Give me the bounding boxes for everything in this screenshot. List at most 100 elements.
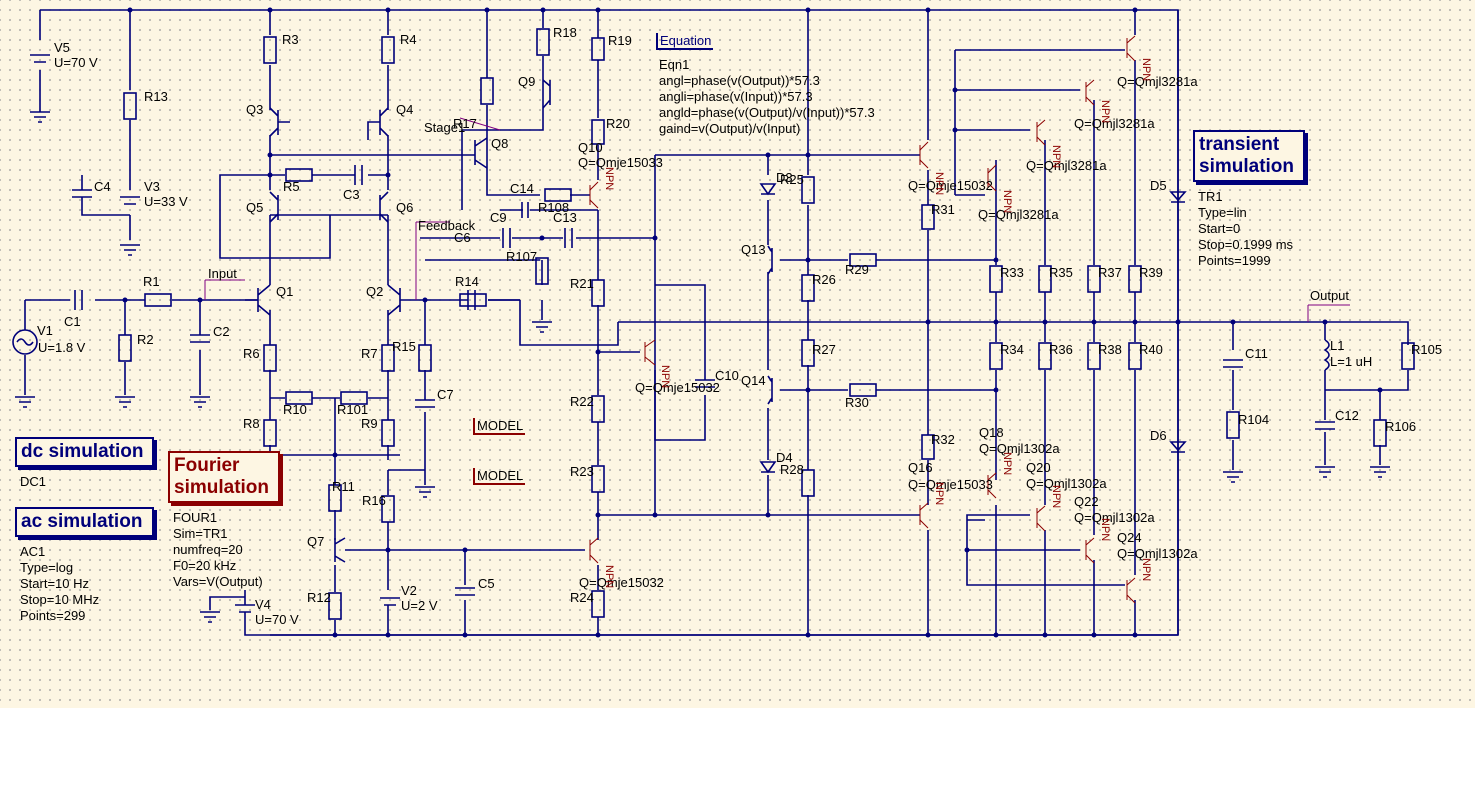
label-R107: R107 xyxy=(506,249,537,264)
fourier-param-numfreq: numfreq=20 xyxy=(173,542,243,557)
fourier-param-f0: F0=20 kHz xyxy=(173,558,237,573)
fourier-title-line1: Fourier xyxy=(174,455,240,476)
schematic-canvas[interactable] xyxy=(0,0,1475,708)
npn-Q23: NPN xyxy=(1140,58,1152,81)
model-Q23: Q=Qmjl3281a xyxy=(1117,74,1198,89)
value-V3: U=33 V xyxy=(144,194,188,209)
transient-simulation-box[interactable]: transient simulation xyxy=(1193,130,1305,182)
label-R8: R8 xyxy=(243,416,260,431)
npn-Q20: NPN xyxy=(1050,485,1062,508)
label-R34: R34 xyxy=(1000,342,1024,357)
label-R108: R108 xyxy=(538,200,569,215)
model-Q12: Q=Qmje15032 xyxy=(635,380,720,395)
net-flags xyxy=(204,117,1350,322)
label-Q10: Q10 xyxy=(578,140,603,155)
ac-simulation-box[interactable]: ac simulation xyxy=(15,507,154,537)
fourier-param-vars: Vars=V(Output) xyxy=(173,574,263,589)
label-C2: C2 xyxy=(213,324,230,339)
equation-header[interactable]: Equation xyxy=(656,33,714,50)
net-stage1: Stage1 xyxy=(424,120,465,135)
model-Q18: Q=Qmjl1302a xyxy=(979,441,1060,456)
label-R27: R27 xyxy=(812,342,836,357)
label-Q4: Q4 xyxy=(396,102,413,117)
dc-simulation-name: DC1 xyxy=(20,474,47,489)
transient-param-stop: Stop=0.1999 ms xyxy=(1198,237,1294,252)
label-D5: D5 xyxy=(1150,178,1167,193)
resistors xyxy=(118,28,1415,620)
label-R104: R104 xyxy=(1238,412,1269,427)
label-V4: V4 xyxy=(255,597,271,612)
npn-Q15: NPN xyxy=(933,172,945,195)
diodes xyxy=(759,183,1187,474)
label-Q2: Q2 xyxy=(366,284,383,299)
label-R14: R14 xyxy=(455,274,479,289)
label-R33: R33 xyxy=(1000,265,1024,280)
label-R106: R106 xyxy=(1385,419,1416,434)
label-Q13: Q13 xyxy=(741,242,766,257)
label-R29: R29 xyxy=(845,262,869,277)
label-R21: R21 xyxy=(570,276,594,291)
label-R101: R101 xyxy=(337,402,368,417)
label-Q6: Q6 xyxy=(396,200,413,215)
label-C5: C5 xyxy=(478,576,495,591)
model-Q21: Q=Qmjl3281a xyxy=(1074,116,1155,131)
value-V2: U=2 V xyxy=(401,598,438,613)
model-Q15: Q=Qmje15032 xyxy=(908,178,993,193)
label-R9: R9 xyxy=(361,416,378,431)
small-transistors xyxy=(245,79,773,563)
model-Q16: Q=Qmje15033 xyxy=(908,477,993,492)
label-R19: R19 xyxy=(608,33,632,48)
net-names: Input Output Stage1 Feedback xyxy=(208,120,1349,303)
ac-simulation-name: AC1 xyxy=(20,544,46,559)
ac-param-points: Points=299 xyxy=(20,608,86,623)
value-V4: U=70 V xyxy=(255,612,299,627)
model-block-2[interactable]: MODEL xyxy=(473,468,526,485)
label-V5: V5 xyxy=(54,40,70,55)
equation-line-3: angld=phase(v(Output)/v(Input))*57.3 xyxy=(659,105,875,120)
label-R22: R22 xyxy=(570,394,594,409)
equation-name[interactable]: Eqn1 xyxy=(659,57,690,72)
label-R25: R25 xyxy=(780,172,804,187)
ac-param-type: Type=log xyxy=(20,560,74,575)
label-R105: R105 xyxy=(1411,342,1442,357)
label-R13: R13 xyxy=(144,89,168,104)
label-R40: R40 xyxy=(1139,342,1163,357)
power-transistors xyxy=(589,35,1136,604)
part-labels: V5 R13 V3 C4 R3 R4 Q3 Q4 R5 C3 Q5 Q6 R1 … xyxy=(37,25,1442,612)
equation-line-1: angl=phase(v(Output))*57.3 xyxy=(659,73,820,88)
npn-Q16: NPN xyxy=(933,482,945,505)
label-D6: D6 xyxy=(1150,428,1167,443)
ac-param-start: Start=10 Hz xyxy=(20,576,90,591)
label-R7: R7 xyxy=(361,346,378,361)
label-C14: C14 xyxy=(510,181,534,196)
label-Q1: Q1 xyxy=(276,284,293,299)
npn-Q22: NPN xyxy=(1099,518,1111,541)
model-Q22: Q=Qmjl1302a xyxy=(1074,510,1155,525)
label-V3: V3 xyxy=(144,179,160,194)
transient-param-type: Type=lin xyxy=(1198,205,1247,220)
label-R17: R17 xyxy=(453,116,477,131)
model-block-1[interactable]: MODEL xyxy=(473,418,526,435)
label-C13: C13 xyxy=(553,210,577,225)
label-L1: L1 xyxy=(1330,338,1344,353)
dc-simulation-box[interactable]: dc simulation xyxy=(15,437,154,467)
model-Q10: Q=Qmje15033 xyxy=(578,155,663,170)
net-output: Output xyxy=(1310,288,1349,303)
circuit-schematic[interactable]: V5 R13 V3 C4 R3 R4 Q3 Q4 R5 C3 Q5 Q6 R1 … xyxy=(0,0,1475,708)
label-Q8: Q8 xyxy=(491,136,508,151)
label-R15: R15 xyxy=(392,339,416,354)
fourier-simulation-box[interactable]: Fourier simulation xyxy=(168,451,280,503)
label-Q24: Q24 xyxy=(1117,530,1142,545)
npn-Q17: NPN xyxy=(1001,190,1013,213)
npn-Q21: NPN xyxy=(1099,100,1111,123)
model-Q11: Q=Qmje15032 xyxy=(579,575,664,590)
label-C11: C11 xyxy=(1245,346,1268,361)
grounds xyxy=(15,100,1390,623)
model-Q17: Q=Qmjl3281a xyxy=(978,207,1059,222)
label-R6: R6 xyxy=(243,346,260,361)
transient-simulation-name: TR1 xyxy=(1198,189,1223,204)
transient-param-start: Start=0 xyxy=(1198,221,1241,236)
label-Q20: Q20 xyxy=(1026,460,1051,475)
label-R2: R2 xyxy=(137,332,154,347)
transient-title-line1: transient xyxy=(1199,134,1280,155)
